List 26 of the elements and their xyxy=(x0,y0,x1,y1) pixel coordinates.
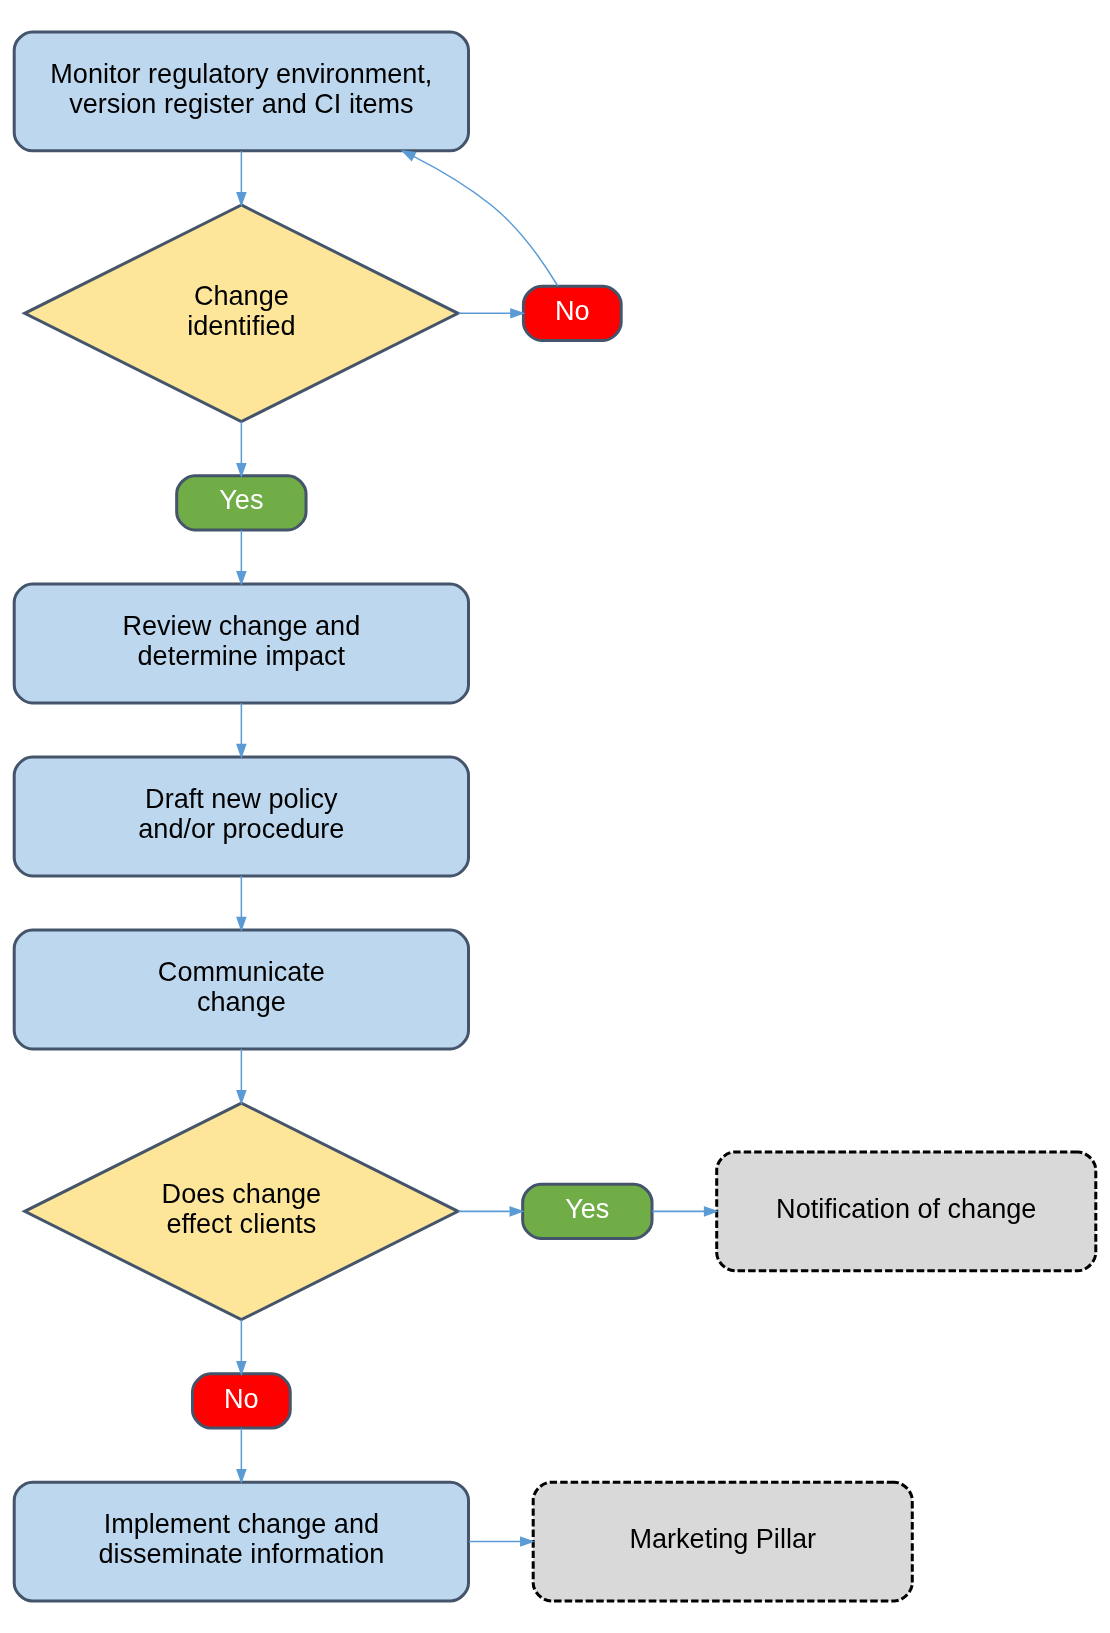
node-box: Implement change and disseminate information xyxy=(12,1480,470,1603)
arrow xyxy=(236,529,247,586)
node-box: No xyxy=(521,284,623,342)
node-diamond: Does change effect clients xyxy=(21,1101,462,1322)
arrow xyxy=(457,308,526,319)
arrow xyxy=(236,1048,247,1106)
arrow xyxy=(457,1206,525,1217)
node-box: Yes xyxy=(175,474,308,532)
arrow xyxy=(236,875,247,932)
arrow xyxy=(236,420,247,479)
arrow xyxy=(236,150,247,208)
node-box: Review change and determine impact xyxy=(12,582,470,705)
node-box: Monitor regulatory environment, version register and CI items xyxy=(12,30,470,153)
arrow xyxy=(236,702,247,759)
arrow xyxy=(236,1319,247,1377)
node-box: Communicate change xyxy=(12,928,470,1051)
node-box: Marketing Pillar xyxy=(531,1480,914,1603)
arrow xyxy=(236,1427,247,1485)
node-box: Yes xyxy=(521,1182,654,1240)
node-box: Draft new policy and/or procedure xyxy=(12,755,470,878)
node-box: No xyxy=(190,1372,292,1430)
node-box: Notification of change xyxy=(715,1150,1098,1273)
arrow xyxy=(651,1206,719,1217)
arrow xyxy=(468,1536,536,1547)
node-diamond: Change identified xyxy=(21,203,462,424)
arrow xyxy=(400,150,559,287)
